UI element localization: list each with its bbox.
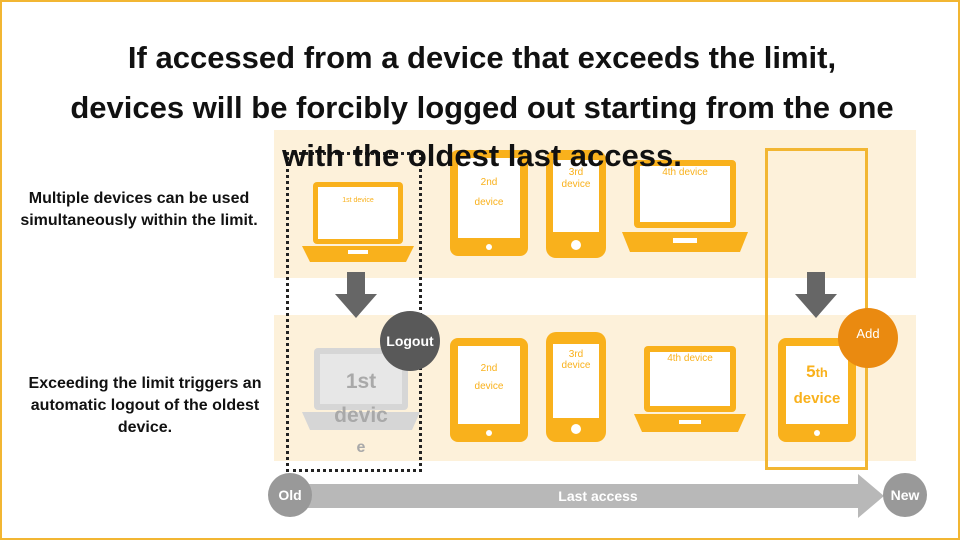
old-marker: Old [268,473,312,517]
laptop-icon-4th-bottom: 4th device [634,346,746,432]
ordinal-suffix: th [815,365,828,380]
device-label: device [561,179,591,190]
new-marker: New [883,473,927,517]
device-label: 4th device [662,167,708,178]
title-line-3: with the oldest last access. [282,138,682,173]
device-label: device [474,381,504,392]
device-label: 4th device [667,353,713,364]
down-arrow-icon-left [335,272,377,318]
laptop-icon-1st-logged-out [302,348,420,430]
device-label: 2nd [480,177,498,188]
logout-badge: Logout [380,311,440,371]
ordinal-number: 5 [806,362,816,381]
device-label-5th-line1: 5th [782,362,852,383]
tablet-icon-2nd-top: 2nd device [450,150,528,256]
down-arrow-icon-right [795,272,837,318]
device-label: device [474,197,504,208]
device-label: 3rd [568,167,584,178]
phone-icon-3rd-bottom: 3rd device [546,332,606,442]
device-label: 1st device [342,197,374,204]
bottom-note: Exceeding the limit triggers an automati… [28,375,262,436]
timeline-label: Last access [558,488,638,504]
device-label-5th-line2: device [793,390,841,407]
timeline-arrow [286,474,886,520]
title-line-2: devices will be forcibly logged out star… [70,90,894,125]
laptop-icon-4th-top: 4th device [622,160,748,252]
tablet-icon-5th: 5th device [778,338,856,442]
device-label-1st-line3: e [356,439,366,456]
phone-icon-3rd-top: 3rd device [546,150,606,258]
device-label: 2nd [480,363,498,374]
device-label-1st-line1: 1st [345,370,377,393]
add-badge: Add [838,308,898,368]
tablet-icon-2nd-bottom: 2nd device [450,338,528,442]
top-note: Multiple devices can be used simultaneou… [20,190,258,229]
device-label: 3rd [568,349,584,360]
device-label-1st-line2: devic [334,404,388,427]
title-line-1: If accessed from a device that exceeds t… [127,40,837,75]
device-label: device [561,360,591,371]
laptop-icon-1st-top: 1st device [302,182,414,262]
